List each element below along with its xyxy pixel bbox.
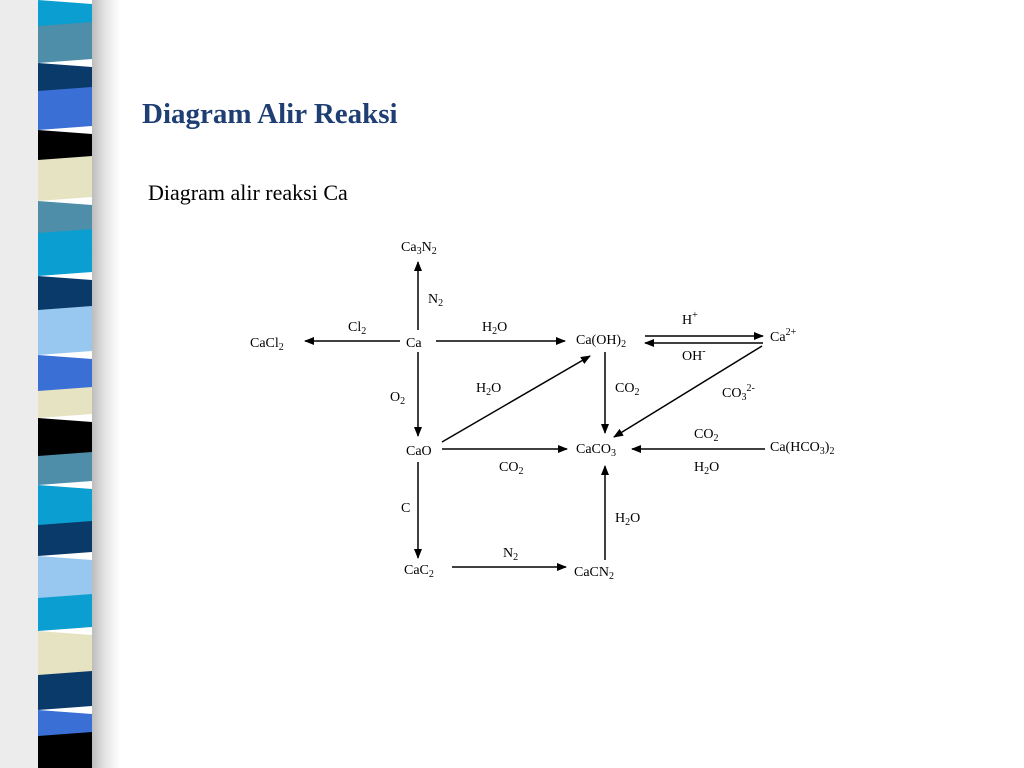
reagent-h2o-label: H2O (482, 320, 508, 337)
reagent-h2o-label: H2O (476, 381, 502, 398)
reagent-n2-label: N2 (503, 546, 519, 563)
reagent-n2-label: N2 (428, 292, 444, 309)
compound-caoh2: Ca(OH)2 (576, 333, 627, 350)
compound-caco3: CaCO3 (576, 442, 616, 459)
stripe-band (38, 130, 92, 164)
stripe-band (38, 87, 92, 130)
reagent-h2o-label: H2O (615, 511, 641, 528)
compound-cacn2: CaCN2 (574, 565, 614, 582)
stripe-band (38, 201, 92, 237)
compound-ca3n2: Ca3N2 (401, 240, 437, 257)
stripe-band (38, 355, 92, 395)
reagent-co2-label: CO2 (499, 460, 524, 477)
stripe-band (38, 156, 92, 201)
stripe-band (38, 0, 92, 30)
compound-ca2plus: Ca2+ (770, 327, 797, 346)
stripe-band (38, 22, 92, 63)
stripe-band (38, 631, 92, 679)
compound-ca: Ca (406, 336, 422, 351)
stripe-band (38, 710, 92, 740)
stripe-band (38, 276, 92, 314)
compound-cao: CaO (406, 444, 432, 459)
compound-cac2: CaC2 (404, 563, 434, 580)
arrow-ca2plus-to-caco3 (613, 345, 763, 438)
compound-cacl2: CaCl2 (250, 336, 284, 353)
stripe-band (38, 732, 92, 768)
reagent-o2-label: O2 (390, 390, 406, 407)
stripe-band (38, 485, 92, 529)
reagent-co2-label: CO2 (615, 381, 640, 398)
stripe-band (38, 229, 92, 276)
reagent-h2o-label: H2O (694, 460, 720, 477)
reagent-carbon-label: C (401, 501, 411, 516)
stripe-band (38, 594, 92, 631)
stripe-band (38, 671, 92, 710)
stripe-band (38, 306, 92, 355)
reagent-cl2-label: Cl2 (348, 320, 367, 337)
arrow-cao-to-caoh2 (441, 355, 591, 443)
stripe-band (38, 63, 92, 95)
stripe-band (38, 556, 92, 602)
compound-cahco32: Ca(HCO3)2 (770, 440, 835, 457)
stripe-band (38, 418, 92, 460)
stripe-band (38, 521, 92, 556)
stripe-band (38, 387, 92, 418)
reagent-co3-2minus-label: CO32- (722, 383, 755, 403)
decorative-stripe (0, 0, 120, 768)
reagent-co2-label: CO2 (694, 427, 719, 444)
slide-title: Diagram Alir Reaksi (142, 98, 398, 130)
diagram-caption: Diagram alir reaksi Ca (148, 180, 348, 205)
stripe-band (38, 452, 92, 485)
reagent-oh-minus-label: OH- (682, 346, 706, 365)
reagent-h-plus-label: H+ (682, 310, 698, 329)
